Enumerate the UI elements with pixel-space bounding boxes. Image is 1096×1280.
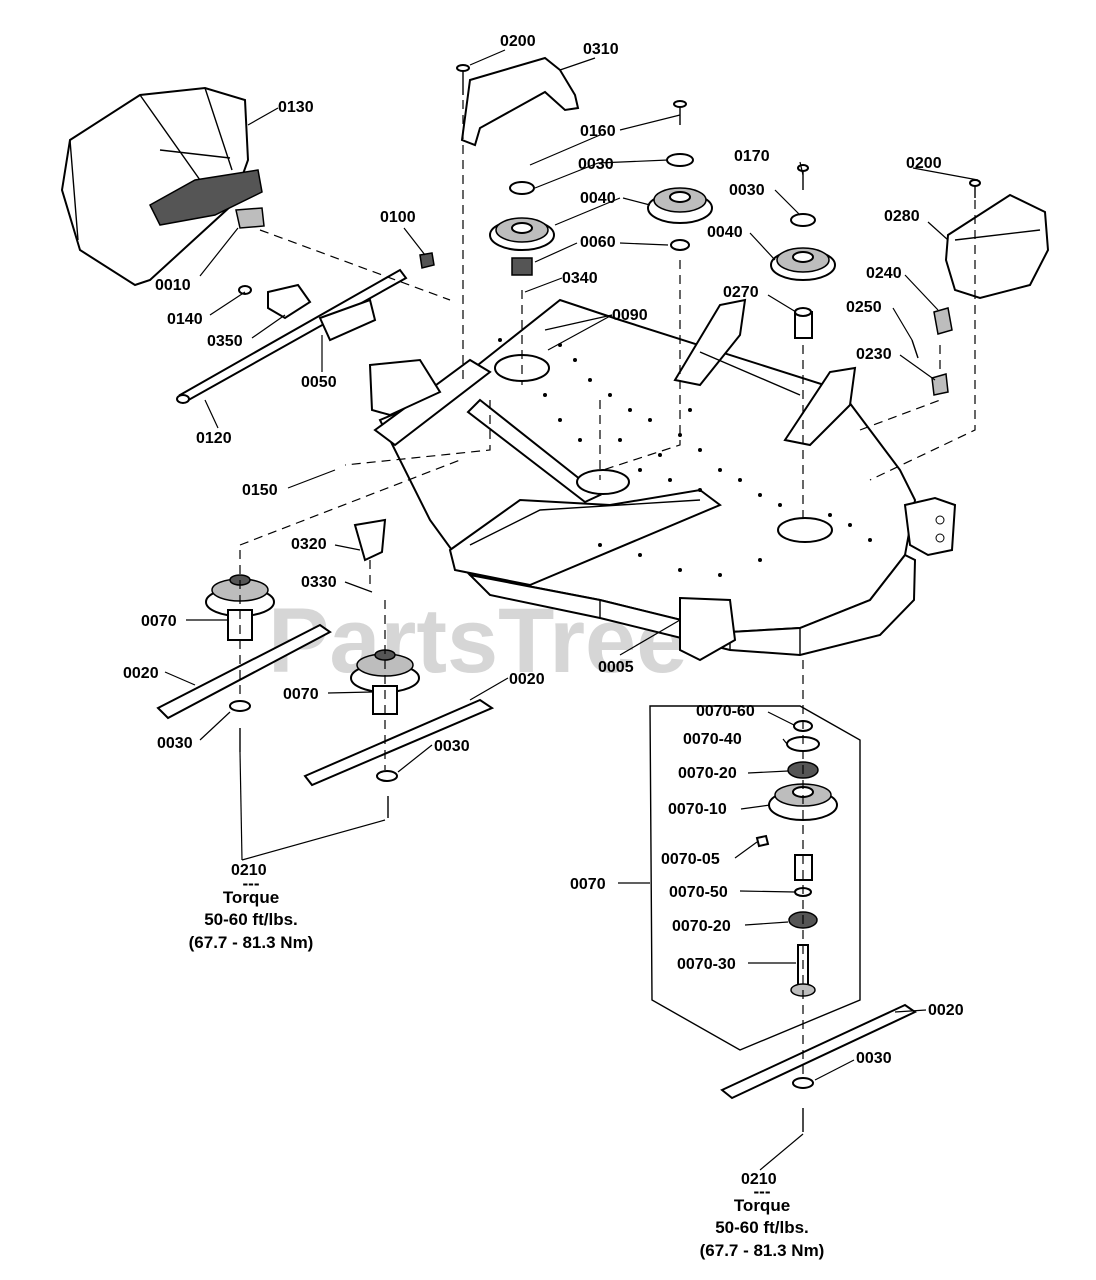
label-0250: 0250 bbox=[846, 299, 882, 316]
label-0040-a: 0040 bbox=[580, 190, 616, 207]
torque-note-left: --- Torque 50-60 ft/lbs. (67.7 - 81.3 Nm… bbox=[189, 874, 314, 952]
exploded-view-box bbox=[649, 705, 861, 1051]
label-0090: 0090 bbox=[612, 307, 648, 324]
torque-left-line2: 50-60 ft/lbs. bbox=[204, 910, 298, 929]
label-0070-50: 0070-50 bbox=[669, 884, 728, 901]
label-0070-05: 0070-05 bbox=[661, 851, 720, 868]
blade-0020-right bbox=[720, 1003, 917, 1100]
label-0100: 0100 bbox=[380, 209, 416, 226]
label-0270: 0270 bbox=[723, 284, 759, 301]
label-0330: 0330 bbox=[301, 574, 337, 591]
label-0020-c: 0020 bbox=[928, 1002, 964, 1019]
label-0030-b: 0030 bbox=[729, 182, 765, 199]
torque-left-line3: (67.7 - 81.3 Nm) bbox=[189, 933, 314, 952]
label-0310: 0310 bbox=[583, 41, 619, 58]
label-0150: 0150 bbox=[242, 482, 278, 499]
label-0130: 0130 bbox=[278, 99, 314, 116]
label-0040-b: 0040 bbox=[707, 224, 743, 241]
label-0005: 0005 bbox=[598, 659, 634, 676]
label-0070-30: 0070-30 bbox=[677, 956, 736, 973]
torque-note-right: --- Torque 50-60 ft/lbs. (67.7 - 81.3 Nm… bbox=[700, 1182, 825, 1260]
pulley-0040-b bbox=[647, 187, 713, 224]
label-0230: 0230 bbox=[856, 346, 892, 363]
torque-right-line1: Torque bbox=[734, 1196, 790, 1215]
label-0020-b: 0020 bbox=[509, 671, 545, 688]
label-0030-c: 0030 bbox=[157, 735, 193, 752]
label-0070-20-b: 0070-20 bbox=[672, 918, 731, 935]
pulley-0040-c bbox=[770, 247, 836, 281]
label-0070-60: 0070-60 bbox=[696, 703, 755, 720]
label-0070-b: 0070 bbox=[283, 686, 319, 703]
cover-0280 bbox=[944, 193, 1050, 300]
label-0170: 0170 bbox=[734, 148, 770, 165]
label-0200-b: 0200 bbox=[906, 155, 942, 172]
label-0160: 0160 bbox=[580, 123, 616, 140]
label-0280: 0280 bbox=[884, 208, 920, 225]
label-0070-c: 0070 bbox=[570, 876, 606, 893]
pulley-0040-a bbox=[489, 217, 555, 251]
label-0140: 0140 bbox=[167, 311, 203, 328]
label-0120: 0120 bbox=[196, 430, 232, 447]
label-0350: 0350 bbox=[207, 333, 243, 350]
torque-left-line1: Torque bbox=[223, 888, 279, 907]
mower-deck bbox=[368, 298, 957, 662]
torque-left-dashes: --- bbox=[243, 874, 260, 893]
torque-right-dashes: --- bbox=[754, 1182, 771, 1201]
assembly-lines bbox=[239, 100, 976, 1080]
torque-right-line3: (67.7 - 81.3 Nm) bbox=[700, 1241, 825, 1260]
blade-0020-left bbox=[156, 623, 332, 720]
label-0030-e: 0030 bbox=[856, 1050, 892, 1067]
label-0210-b: 0210 bbox=[741, 1171, 777, 1188]
label-0030-a: 0030 bbox=[578, 156, 614, 173]
label-0070-40: 0070-40 bbox=[683, 731, 742, 748]
label-0020-a: 0020 bbox=[123, 665, 159, 682]
label-0050: 0050 bbox=[301, 374, 337, 391]
label-0340: 0340 bbox=[562, 270, 598, 287]
label-0200-a: 0200 bbox=[500, 33, 536, 50]
blade-0020-middle bbox=[303, 698, 495, 787]
label-0030-d: 0030 bbox=[434, 738, 470, 755]
label-0070-10: 0070-10 bbox=[668, 801, 727, 818]
label-0210-a: 0210 bbox=[231, 862, 267, 879]
label-0240: 0240 bbox=[866, 265, 902, 282]
belt-shield-0310 bbox=[460, 56, 580, 147]
torque-right-line2: 50-60 ft/lbs. bbox=[715, 1218, 809, 1237]
label-0070-a: 0070 bbox=[141, 613, 177, 630]
leader-lines bbox=[164, 49, 979, 1171]
label-0320: 0320 bbox=[291, 536, 327, 553]
label-0060: 0060 bbox=[580, 234, 616, 251]
label-0010: 0010 bbox=[155, 277, 191, 294]
label-0070-20-a: 0070-20 bbox=[678, 765, 737, 782]
part-labels: 0200 0310 0130 0160 0030 0170 0200 0040 … bbox=[123, 33, 964, 1188]
